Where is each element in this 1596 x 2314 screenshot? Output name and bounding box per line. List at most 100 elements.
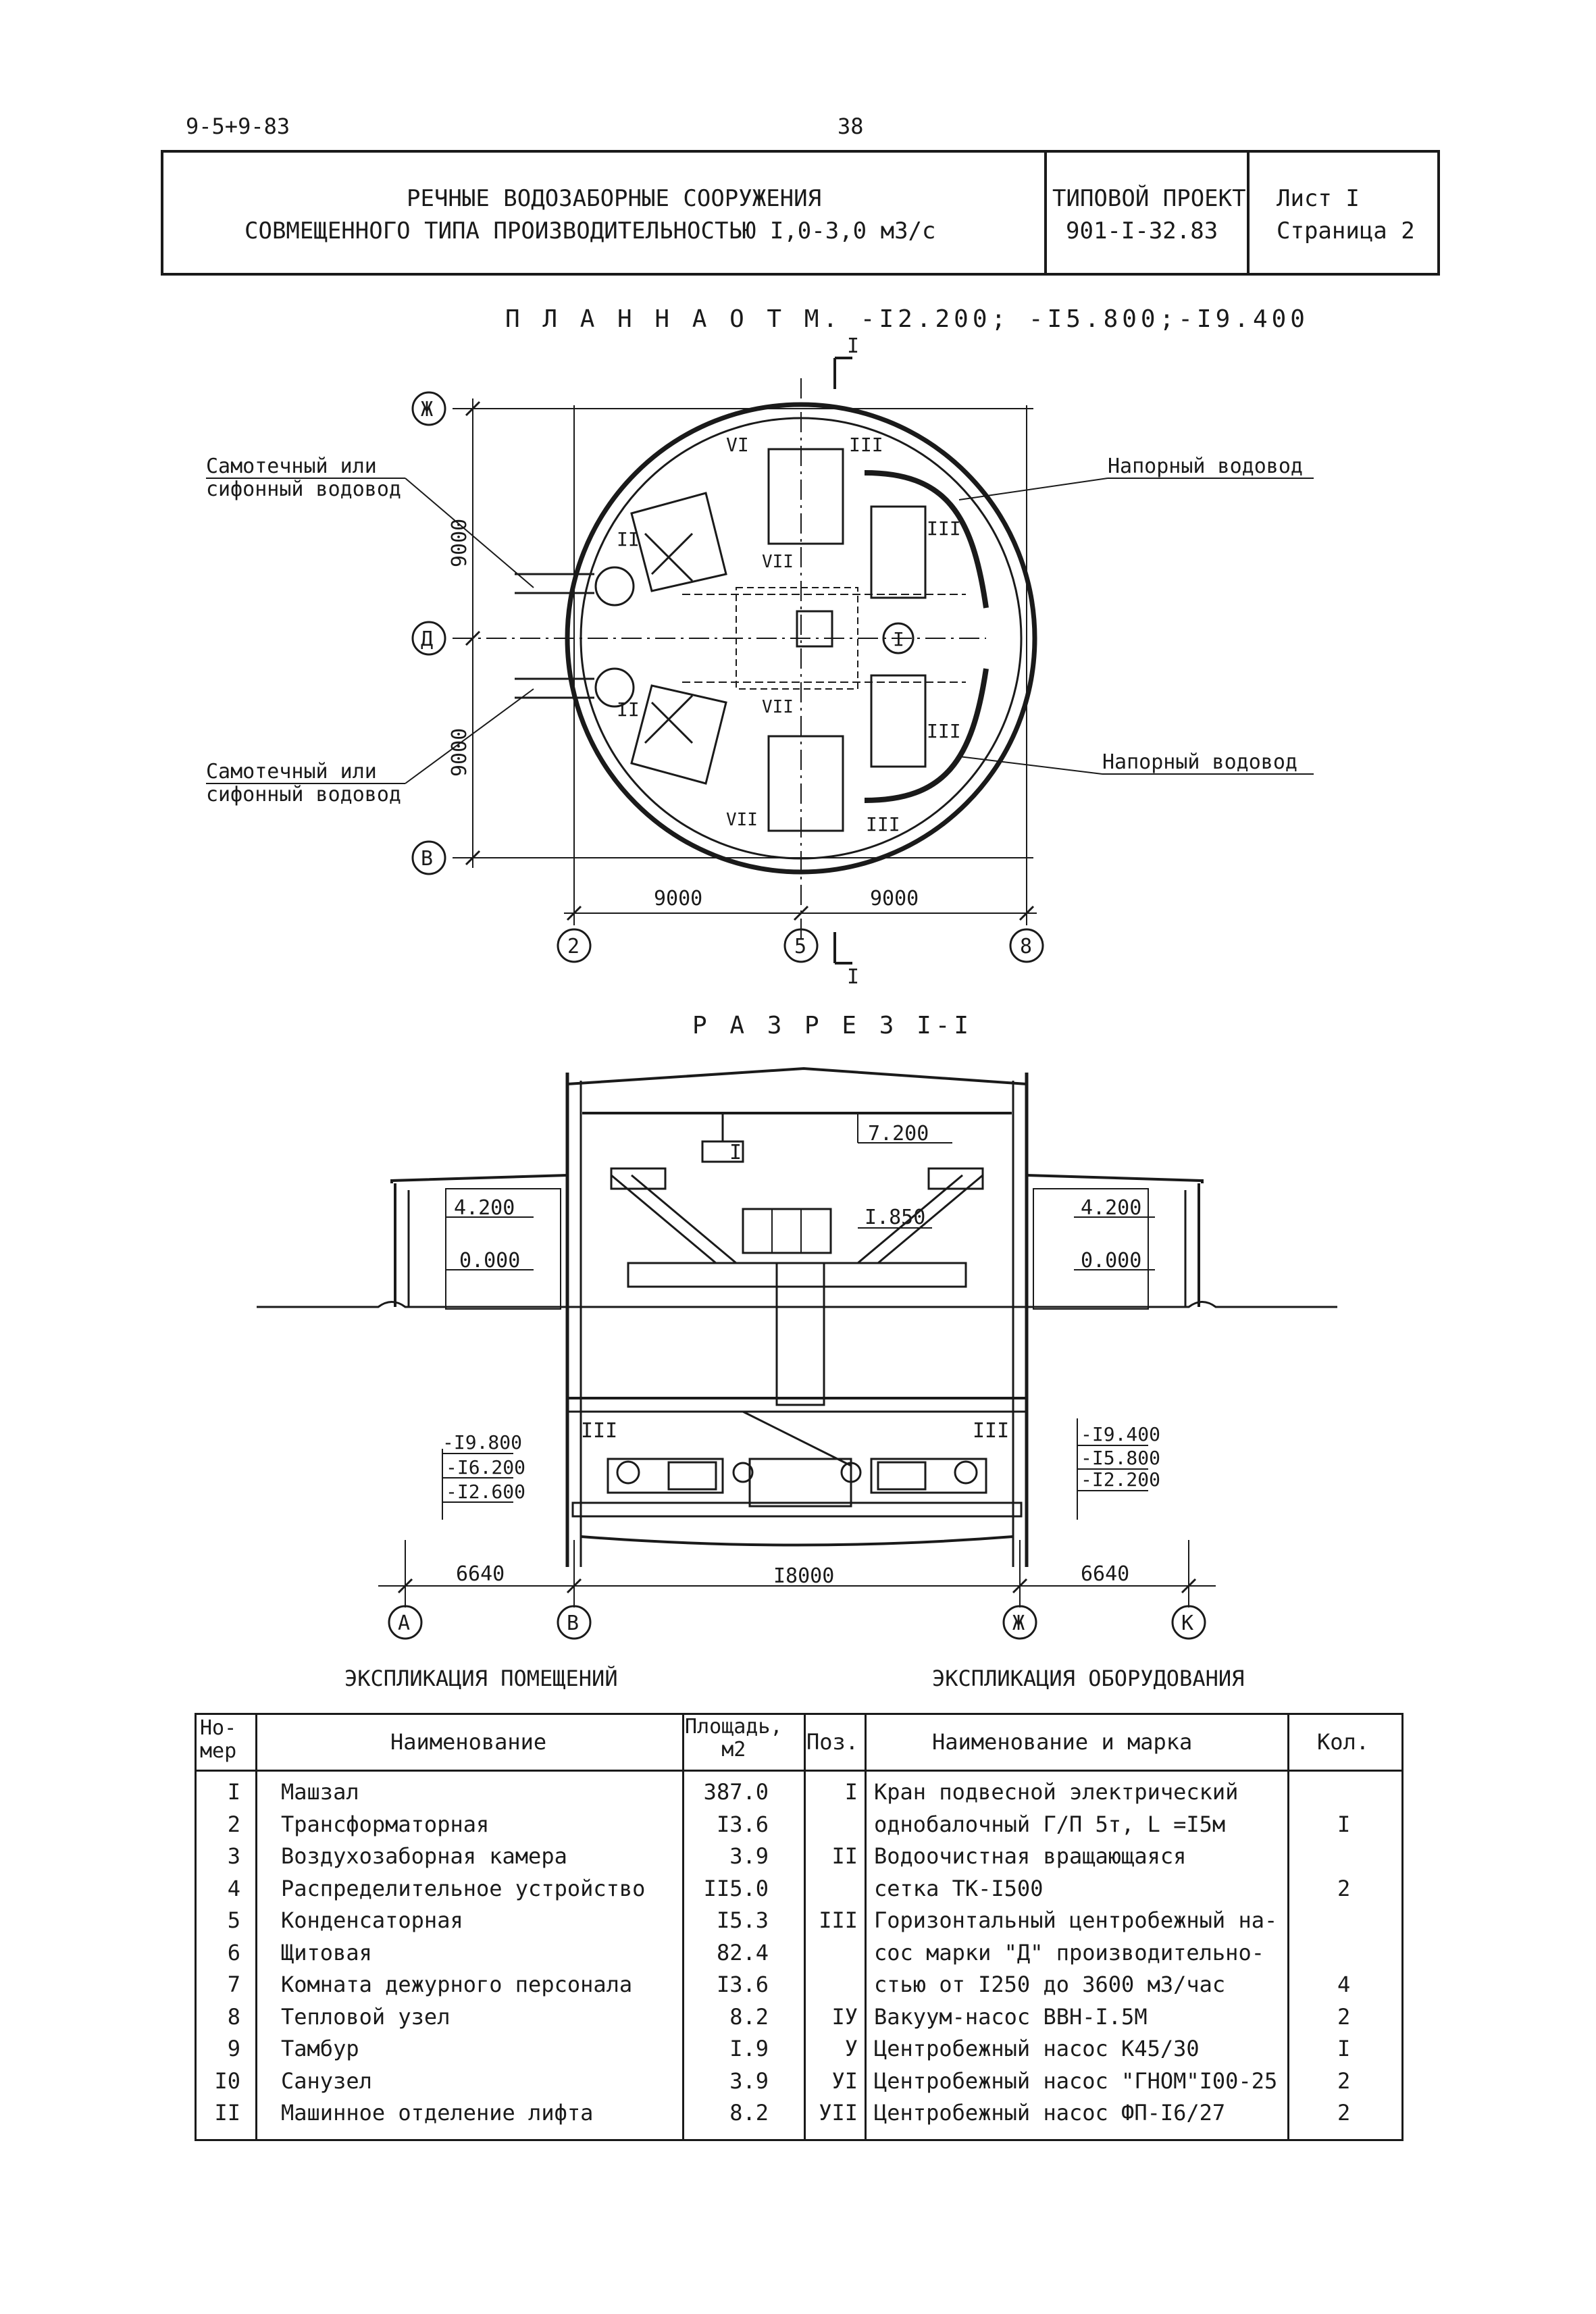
room-name: Комната дежурного персонала	[281, 1972, 633, 1997]
rotating-screen-top	[630, 492, 727, 592]
elev-left-1: -I9.800	[442, 1431, 522, 1454]
elev-1850: I.850	[865, 1206, 925, 1229]
section-axis-zh: Ж	[1002, 1605, 1037, 1640]
title-line-2: СОВМЕЩЕННОГО ТИПА ПРОИЗВОДИТЕЛЬНОСТЬЮ I,…	[244, 217, 936, 245]
equipment-qty: 2	[1337, 2067, 1351, 2094]
pump-right	[840, 1458, 987, 1494]
elev-right-3: -I2.200	[1081, 1468, 1160, 1491]
intake-pipe-bottom	[515, 667, 635, 708]
elev-4200-left: 4.200	[454, 1196, 515, 1220]
dim-horizontal-right: 9000	[870, 887, 919, 910]
svg-text:8: 8	[1020, 935, 1032, 958]
pump-unit-top	[767, 448, 844, 545]
dim-section-left: 6640	[456, 1562, 505, 1586]
section-mark-top: I	[847, 334, 859, 358]
section-axis-v: В	[557, 1605, 592, 1640]
equipment-name: стью от I250 до 3600 м3/час	[874, 1972, 1226, 1997]
section-pump-right-label: III	[973, 1419, 1009, 1443]
elev-left-3: -I2.600	[446, 1481, 525, 1503]
svg-text:В: В	[421, 847, 433, 871]
room-name: Распределительное устройство	[281, 1875, 646, 1901]
section-crane-label: I	[729, 1141, 742, 1164]
equipment-qty: I	[1337, 2036, 1351, 2061]
axis-bubble-v: В	[411, 840, 446, 875]
equipment-name: сос марки "Д" производительно-	[874, 1939, 1264, 1965]
axis-bubble-d: Д	[411, 621, 446, 656]
stairs	[610, 1167, 984, 1288]
equipment-pos: У	[844, 2036, 858, 2061]
svg-text:А: А	[398, 1612, 410, 1635]
room-area: I.9	[729, 2036, 769, 2061]
document-code: 9-5+9-83	[186, 113, 290, 139]
equipment-qty: 2	[1337, 2003, 1351, 2030]
section-title: Р А З Р Е З I-I	[692, 1012, 973, 1039]
room-area: 8.2	[729, 2100, 769, 2126]
central-platform	[736, 587, 858, 690]
plan-pos-III-b: III	[927, 517, 961, 540]
drawing-sheet: П Л А Н Н А О Т М. -I2.200; -I5.800;-I9.…	[206, 305, 1337, 1640]
rotating-screen-bottom	[630, 684, 727, 785]
room-area: 82.4	[716, 1939, 769, 1965]
equipment-caption: ЭКСПЛИКАЦИЯ ОБОРУДОВАНИЯ	[932, 1666, 1245, 1691]
room-name: Машзал	[281, 1779, 359, 1805]
equipment-qty: I	[1337, 1811, 1351, 1837]
dim-horizontal-left: 9000	[654, 887, 702, 910]
equip-header-pos: Поз.	[806, 1729, 859, 1755]
axis-bubble-zh: Ж	[411, 391, 446, 426]
room-area: II5.0	[703, 1875, 769, 1901]
equipment-pos: II	[831, 1843, 858, 1869]
equipment-name: Центробежный насос "ГНОМ"I00-25	[874, 2067, 1278, 2094]
room-number: 9	[227, 2036, 240, 2061]
label-pressure-pipe-top: Напорный водовод	[1108, 455, 1303, 478]
room-area: 387.0	[703, 1779, 769, 1805]
title-line-1: РЕЧНЫЕ ВОДОЗАБОРНЫЕ СООРУЖЕНИЯ	[407, 185, 822, 212]
plan-drawing: П Л А Н Н А О Т М. -I2.200; -I5.800;-I9.…	[206, 305, 1314, 989]
pressure-pipe-arc-bottom	[864, 668, 989, 803]
room-area: 8.2	[729, 2003, 769, 2030]
plan-pos-III-a: III	[849, 434, 883, 456]
page-label: Страница 2	[1277, 217, 1415, 245]
equipment-name: Центробежный насос ФП-I6/27	[874, 2100, 1226, 2126]
sheet-number: Лист I	[1277, 185, 1360, 212]
room-name: Тепловой узел	[281, 2003, 451, 2030]
title-block: РЕЧНЫЕ ВОДОЗАБОРНЫЕ СООРУЖЕНИЯ СОВМЕЩЕНН…	[161, 150, 1440, 276]
room-name: Щитовая	[281, 1939, 372, 1965]
equipment-pos: IУ	[831, 2003, 858, 2030]
project-label: ТИПОВОЙ ПРОЕКТ	[1052, 185, 1246, 212]
room-name: Тамбур	[281, 2036, 359, 2061]
room-number: II	[214, 2100, 240, 2126]
equipment-name: Центробежный насос К45/30	[874, 2036, 1200, 2061]
plan-pos-VI: VI	[726, 434, 749, 456]
section-mark-bottom: I	[847, 965, 859, 989]
elev-left-2: -I6.200	[446, 1456, 525, 1479]
equipment-qty: 4	[1337, 1972, 1351, 1997]
plan-pos-VII-c: VII	[726, 810, 758, 830]
central-shaft	[775, 1262, 825, 1406]
room-number: I	[227, 1779, 240, 1805]
lift-machine	[742, 1208, 832, 1254]
section-axis-a: А	[388, 1605, 423, 1640]
equipment-pos: УI	[831, 2067, 858, 2094]
elev-0000-left: 0.000	[459, 1249, 520, 1272]
svg-text:Ж: Ж	[421, 398, 433, 421]
room-number: 8	[227, 2003, 240, 2030]
equip-header-qty: Кол.	[1317, 1729, 1370, 1755]
svg-text:К: К	[1181, 1612, 1193, 1635]
rooms-header-number: Но- мер	[200, 1716, 237, 1763]
elev-7200: 7.200	[868, 1122, 929, 1146]
rooms-caption: ЭКСПЛИКАЦИЯ ПОМЕЩЕНИЙ	[344, 1666, 618, 1691]
plan-pos-III-c: III	[927, 720, 961, 742]
pressure-pipe-arc-top	[864, 470, 989, 609]
rooms-header-name: Наименование	[390, 1729, 547, 1755]
equipment-name: Вакуум-насос ВВН-I.5М	[874, 2003, 1148, 2030]
axis-bubble-8: 8	[1009, 928, 1044, 963]
equipment-pos: I	[844, 1779, 858, 1805]
rooms-header-area: Площадь, м2	[685, 1715, 783, 1762]
svg-text:2: 2	[567, 935, 580, 958]
section-drawing: Р А З Р Е З I-I I 7.200 4.200 0.000 4.20…	[257, 1012, 1337, 1640]
room-number: 2	[227, 1811, 240, 1837]
room-area: I5.3	[716, 1907, 769, 1933]
equipment-pos: УII	[819, 2100, 858, 2126]
pump-unit-bottom	[767, 735, 844, 832]
room-number: 7	[227, 1972, 240, 1997]
